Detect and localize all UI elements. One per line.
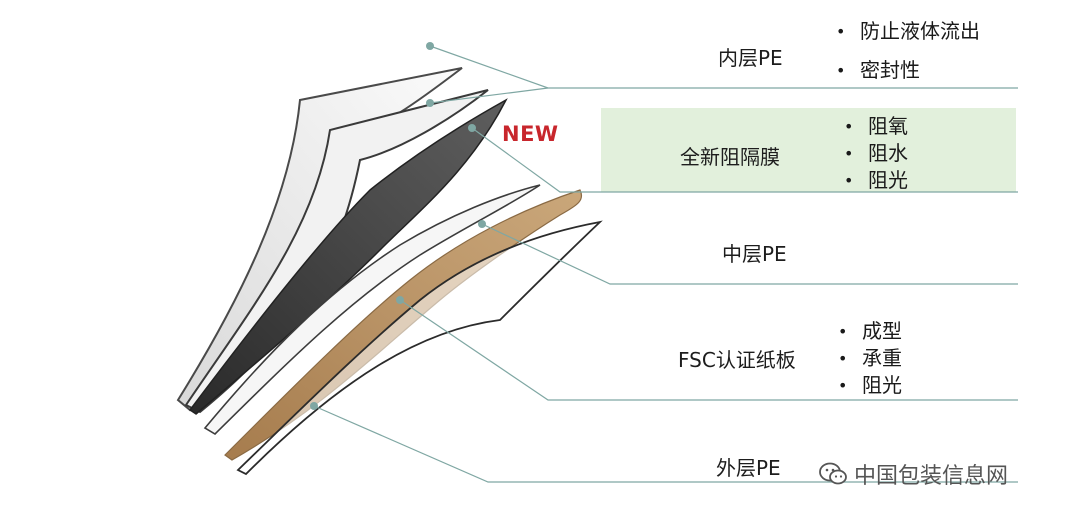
bullet-item: 阻氧 xyxy=(844,113,908,140)
bullet-item: 阻光 xyxy=(844,167,908,194)
layer-label-outer-pe: 外层PE xyxy=(716,456,781,480)
layer-label-barrier-film: 全新阻隔膜 xyxy=(680,145,780,169)
fsc-board-bullets: 成型 承重 阻光 xyxy=(838,318,902,399)
bullet-item: 承重 xyxy=(838,345,902,372)
layer-label-middle-pe: 中层PE xyxy=(722,242,787,266)
barrier-film-bullets: 阻氧 阻水 阻光 xyxy=(844,113,908,194)
bullet-item: 密封性 xyxy=(836,57,980,84)
watermark: 中国包装信息网 xyxy=(818,458,1008,490)
bullet-item: 阻水 xyxy=(844,140,908,167)
leader-dots xyxy=(310,42,486,410)
watermark-text: 中国包装信息网 xyxy=(854,464,1009,489)
inner-pe-bullets: 防止液体流出 密封性 xyxy=(836,18,980,84)
bullet-item: 成型 xyxy=(838,318,902,345)
layer-label-fsc-board: FSC认证纸板 xyxy=(678,348,796,372)
new-tag: NEW xyxy=(502,122,559,146)
bullet-item: 阻光 xyxy=(838,372,902,399)
barrier-highlight-band xyxy=(601,108,1016,192)
bullet-item: 防止液体流出 xyxy=(836,18,980,45)
layer-label-inner-pe: 内层PE xyxy=(718,46,783,70)
wechat-icon xyxy=(819,462,847,485)
middle-pe-layer xyxy=(203,184,541,436)
outer-pe-layer xyxy=(236,220,603,476)
